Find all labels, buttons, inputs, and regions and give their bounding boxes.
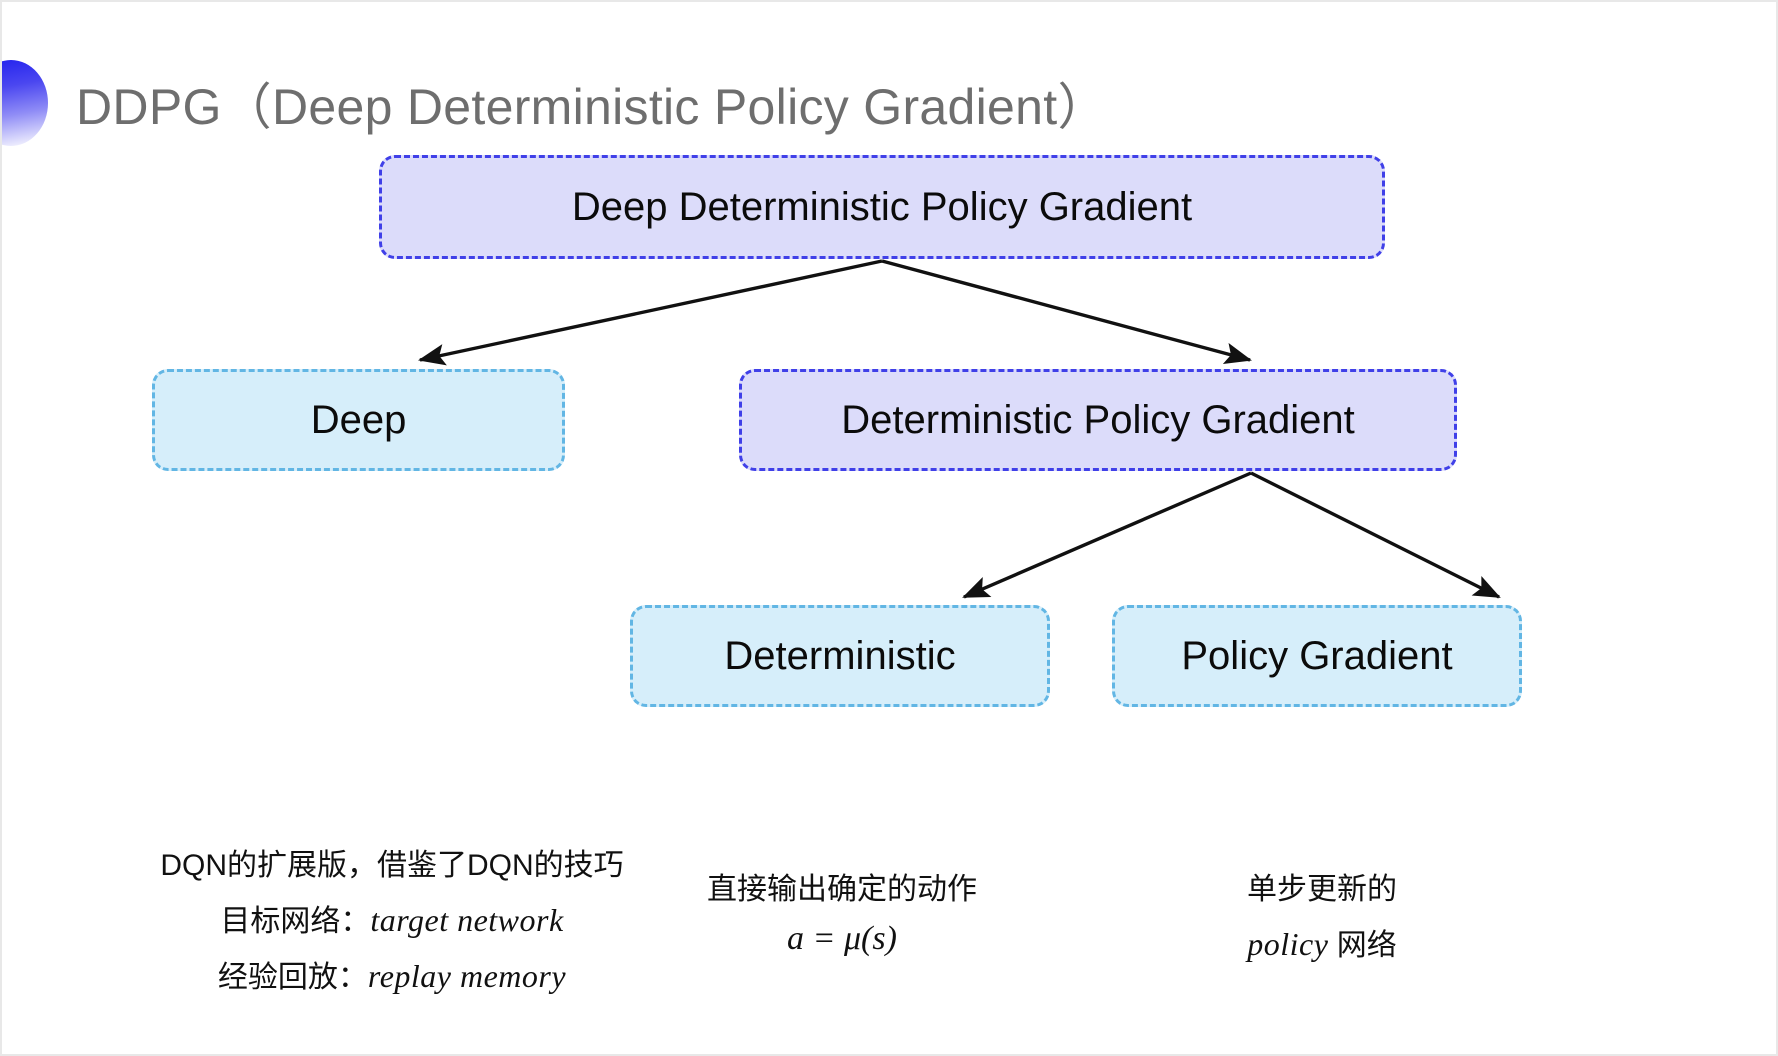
page-title: DDPG（Deep Deterministic Policy Gradient） xyxy=(76,79,1108,135)
caption-deep-line3-label: 经验回放： xyxy=(217,961,368,994)
caption-deep-line3-term: replay memory xyxy=(367,958,567,994)
node-label: Deterministic Policy Gradient xyxy=(841,398,1355,442)
caption-policy-gradient-suffix: 网络 xyxy=(1328,929,1397,962)
node-label: Deep xyxy=(310,398,407,442)
caption-deep-line3: 经验回放：replay memory xyxy=(62,952,722,996)
node-label: Deterministic xyxy=(724,634,956,678)
caption-policy-gradient-line2: policy 网络 xyxy=(1152,920,1492,964)
node-label: Deep Deterministic Policy Gradient xyxy=(571,185,1193,229)
edge-dpg-to-deterministic xyxy=(962,471,1252,599)
caption-policy-gradient-line1: 单步更新的 xyxy=(1247,873,1397,906)
node-label: Policy Gradient xyxy=(1181,634,1453,678)
caption-policy-gradient-term: policy xyxy=(1247,926,1329,962)
caption-deep: DQN的扩展版，借鉴了DQN的技巧 目标网络：target network 经验… xyxy=(62,840,722,996)
node-deterministic[interactable]: Deterministic xyxy=(630,605,1050,707)
edge-root-to-dpg xyxy=(881,259,1252,364)
caption-deterministic-formula: a = μ(s) xyxy=(787,920,897,957)
caption-deep-line1: DQN的扩展版，借鉴了DQN的技巧 xyxy=(160,849,624,882)
node-deep-deterministic-policy-gradient[interactable]: Deep Deterministic Policy Gradient xyxy=(379,155,1385,259)
node-deep[interactable]: Deep xyxy=(152,369,565,471)
slide-title-row: DDPG（Deep Deterministic Policy Gradient） xyxy=(2,60,1108,146)
caption-deep-line2-term: target network xyxy=(370,902,564,938)
edge-dpg-to-policy-gradient xyxy=(1250,471,1501,599)
caption-deep-line2: 目标网络：target network xyxy=(62,896,722,940)
gradient-circle-bullet-icon xyxy=(2,60,48,146)
caption-policy-gradient: 单步更新的 policy 网络 xyxy=(1152,864,1492,964)
caption-deterministic-line1: 直接输出确定的动作 xyxy=(707,873,977,906)
caption-deep-line2-label: 目标网络： xyxy=(220,905,371,938)
edge-root-to-deep xyxy=(418,259,883,366)
caption-deterministic: 直接输出确定的动作 a = μ(s) xyxy=(642,864,1042,958)
node-policy-gradient[interactable]: Policy Gradient xyxy=(1112,605,1522,707)
node-deterministic-policy-gradient[interactable]: Deterministic Policy Gradient xyxy=(739,369,1457,471)
